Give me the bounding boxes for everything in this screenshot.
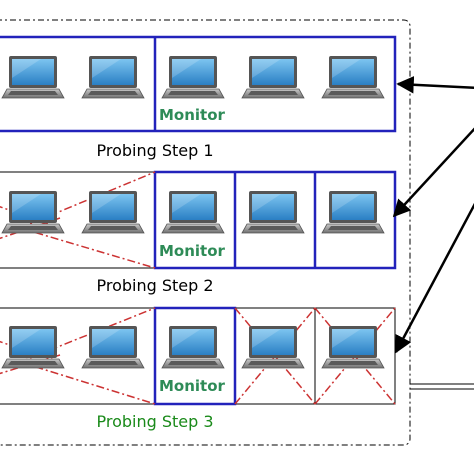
step-1-panel xyxy=(0,35,397,133)
laptop-icon xyxy=(321,191,385,234)
laptop-icon xyxy=(81,191,145,234)
monitor-label-step-2: Monitor xyxy=(159,242,225,260)
step-2-panel xyxy=(0,170,397,270)
monitor-label-step-3: Monitor xyxy=(159,377,225,395)
laptop-icon xyxy=(161,56,225,99)
step-2-caption: Probing Step 2 xyxy=(96,276,214,295)
laptop-grid xyxy=(1,56,385,369)
step-1-caption: Probing Step 1 xyxy=(96,141,214,160)
laptop-icon xyxy=(81,56,145,99)
laptop-icon xyxy=(1,326,65,369)
arrow-step-3 xyxy=(394,202,474,354)
laptop-icon xyxy=(241,56,305,99)
arrows xyxy=(392,76,474,354)
laptop-icon xyxy=(1,191,65,234)
step-3-panel xyxy=(0,306,396,406)
laptop-icon xyxy=(161,326,225,369)
arrow-step-2 xyxy=(392,127,474,218)
arrow-step-1 xyxy=(396,76,474,94)
laptop-icon xyxy=(1,56,65,99)
monitor-label-step-1: Monitor xyxy=(159,106,225,124)
laptop-icon xyxy=(321,326,385,369)
double-line-connector xyxy=(410,383,474,390)
laptop-icon xyxy=(241,191,305,234)
step-3-caption: Probing Step 3 xyxy=(96,412,214,431)
laptop-icon xyxy=(161,191,225,234)
laptop-icon xyxy=(321,56,385,99)
laptop-icon xyxy=(241,326,305,369)
laptop-icon xyxy=(81,326,145,369)
